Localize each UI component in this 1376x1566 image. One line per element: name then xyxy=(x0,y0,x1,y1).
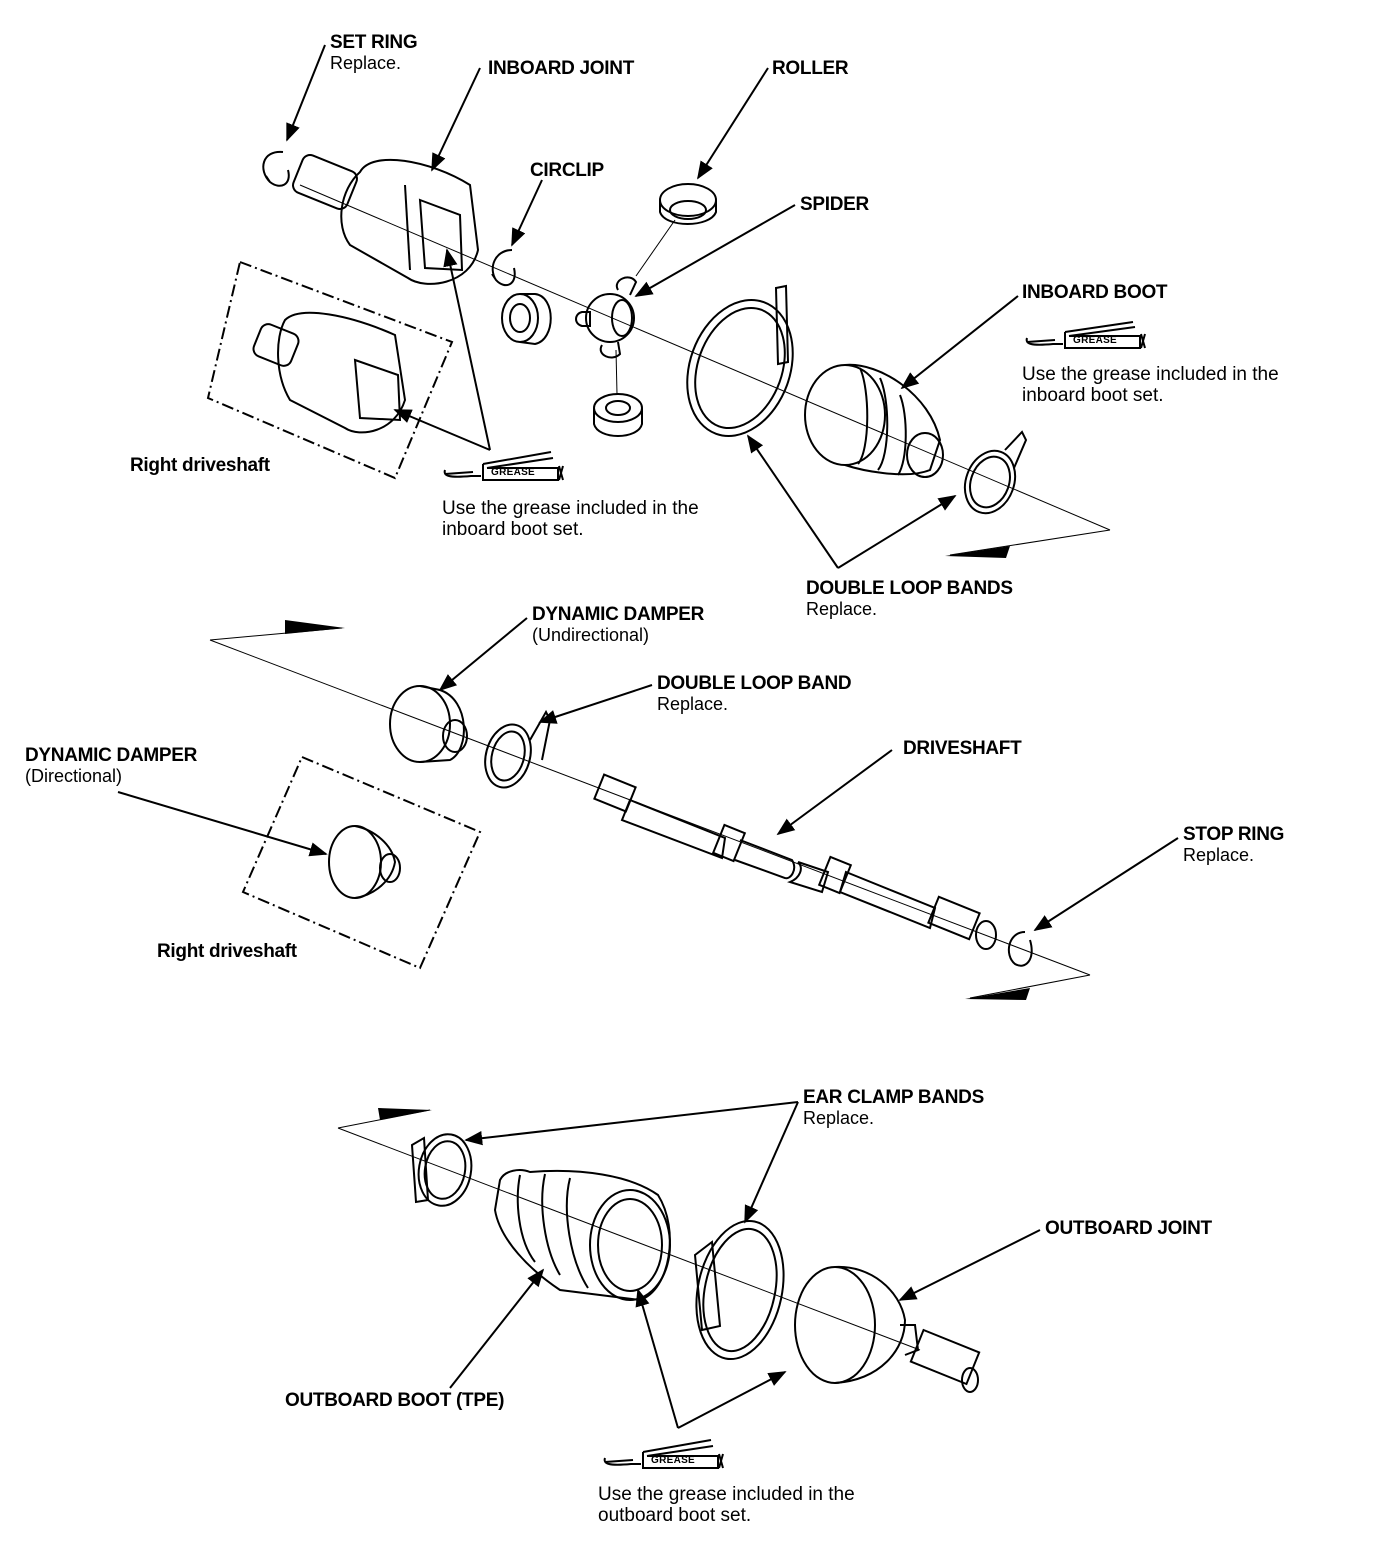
grease-icon-outboard-boot: GREASE xyxy=(603,1436,728,1470)
grease-icon-inboard-joint: GREASE xyxy=(443,448,568,482)
label-stop-ring: STOP RING xyxy=(1183,824,1285,845)
label-ear-clamp-bands: EAR CLAMP BANDS xyxy=(803,1087,984,1108)
continuation-arrow-middle-right xyxy=(965,988,1030,1000)
callout-damper-directional: DYNAMIC DAMPER (Directional) xyxy=(25,745,197,787)
note-line-1: Use the grease included in the xyxy=(1022,364,1279,385)
note-damper-undirectional: (Undirectional) xyxy=(532,625,650,645)
continuation-arrow-top xyxy=(945,546,1010,558)
label-driveshaft: DRIVESHAFT xyxy=(903,738,1022,759)
roller-part-bottom xyxy=(593,393,643,437)
double-loop-band-part-top xyxy=(686,284,794,437)
leader-ear-clamp-1 xyxy=(464,1101,799,1146)
label-outboard-boot: OUTBOARD BOOT (TPE) xyxy=(285,1390,505,1411)
leader-outboard-grease-2 xyxy=(677,1371,787,1429)
label-damper-undirectional: DYNAMIC DAMPER xyxy=(532,604,705,625)
label-spider: SPIDER xyxy=(800,194,869,215)
set-ring-part xyxy=(262,150,290,187)
label-inboard-joint: INBOARD JOINT xyxy=(488,58,634,79)
leader-ear-clamp-2 xyxy=(744,1101,799,1224)
callout-ear-clamp-bands: EAR CLAMP BANDS Replace. xyxy=(803,1087,984,1129)
grease-icon-label: GREASE xyxy=(651,1455,696,1466)
leader-double-loop-bands-1 xyxy=(746,434,839,569)
double-loop-band-part-middle xyxy=(484,709,552,789)
roller-part-left xyxy=(501,293,552,346)
note-double-loop-band: Replace. xyxy=(657,694,729,714)
shaft-axis-line xyxy=(209,627,1091,999)
note-line-1: Use the grease included in the xyxy=(598,1484,855,1505)
leader-inboard-boot xyxy=(900,295,1019,390)
spider-part xyxy=(575,276,638,359)
dynamic-damper-directional-part xyxy=(328,825,401,899)
leader-joint-grease-1 xyxy=(443,248,491,451)
note-line-1: Use the grease included in the xyxy=(442,498,699,519)
right-inboard-joint-part xyxy=(252,311,407,434)
label-outboard-joint: OUTBOARD JOINT xyxy=(1045,1218,1212,1239)
leader-spider xyxy=(634,204,796,297)
note-line-2: outboard boot set. xyxy=(598,1505,752,1526)
dynamic-damper-undirectional-part xyxy=(389,685,468,763)
grease-icon-label: GREASE xyxy=(1073,335,1118,346)
label-set-ring: SET RING xyxy=(330,32,418,53)
continuation-arrow-bottom xyxy=(378,1108,432,1120)
label-circlip: CIRCLIP xyxy=(530,160,604,181)
leader-lines xyxy=(117,44,1179,1429)
grease-icon-label: GREASE xyxy=(491,467,536,478)
callout-double-loop-band: DOUBLE LOOP BAND Replace. xyxy=(657,673,852,715)
driveshaft-part xyxy=(593,773,997,950)
note-double-loop-bands: Replace. xyxy=(806,599,878,619)
leader-roller xyxy=(697,67,769,180)
note-ear-clamp-bands: Replace. xyxy=(803,1108,875,1128)
double-loop-band-part-top-small xyxy=(963,430,1028,515)
circlip-part xyxy=(491,249,516,287)
callout-set-ring: SET RING Replace. xyxy=(330,32,418,74)
caption-right-driveshaft-middle: Right driveshaft xyxy=(157,941,297,962)
label-roller: ROLLER xyxy=(772,58,849,79)
leader-circlip xyxy=(511,179,543,247)
right-driveshaft-box-top xyxy=(206,260,454,480)
callout-stop-ring: STOP RING Replace. xyxy=(1183,824,1284,866)
label-damper-directional: DYNAMIC DAMPER xyxy=(25,745,198,766)
callout-double-loop-bands: DOUBLE LOOP BANDS Replace. xyxy=(806,578,1013,620)
caption-right-driveshaft-top: Right driveshaft xyxy=(130,455,270,476)
leader-driveshaft xyxy=(776,749,893,836)
label-double-loop-band: DOUBLE LOOP BAND xyxy=(657,673,852,694)
inboard-boot-part xyxy=(804,363,944,478)
ear-clamp-band-part-right xyxy=(693,1219,785,1361)
inboard-axis-line xyxy=(299,184,1111,556)
leader-joint-grease-2 xyxy=(393,409,491,451)
leader-double-loop-band xyxy=(538,684,653,724)
note-damper-directional: (Directional) xyxy=(25,766,123,786)
note-line-2: inboard boot set. xyxy=(442,519,584,540)
outboard-joint-part xyxy=(794,1265,981,1393)
leader-outboard-grease-1 xyxy=(635,1288,679,1429)
note-inboard-boot-grease: Use the grease included in the inboard b… xyxy=(1022,364,1279,406)
leader-double-loop-bands-2 xyxy=(837,495,957,569)
leader-outboard-boot xyxy=(449,1268,545,1389)
grease-icon-inboard-boot: GREASE xyxy=(1025,318,1150,350)
callout-damper-undirectional: DYNAMIC DAMPER (Undirectional) xyxy=(532,604,704,646)
leader-outboard-joint xyxy=(898,1229,1041,1301)
right-driveshaft-box-middle xyxy=(241,755,482,970)
continuation-arrow-middle-left xyxy=(285,620,345,634)
label-inboard-boot: INBOARD BOOT xyxy=(1022,282,1168,303)
leader-set-ring xyxy=(286,44,326,142)
ear-clamp-band-part-left xyxy=(410,1133,473,1207)
roller-part-top xyxy=(659,183,717,225)
stop-ring-part xyxy=(1007,931,1033,967)
label-double-loop-bands: DOUBLE LOOP BANDS xyxy=(806,578,1013,599)
note-set-ring: Replace. xyxy=(330,53,402,73)
leader-inboard-joint xyxy=(431,67,481,172)
leader-damper-directional xyxy=(117,791,328,857)
outboard-boot-part xyxy=(493,1169,671,1302)
note-inboard-joint-grease: Use the grease included in the inboard b… xyxy=(442,498,699,540)
note-outboard-boot-grease: Use the grease included in the outboard … xyxy=(598,1484,855,1526)
note-stop-ring: Replace. xyxy=(1183,845,1255,865)
note-line-2: inboard boot set. xyxy=(1022,385,1164,406)
leader-damper-undirectional xyxy=(438,617,528,692)
leader-stop-ring xyxy=(1033,837,1179,931)
